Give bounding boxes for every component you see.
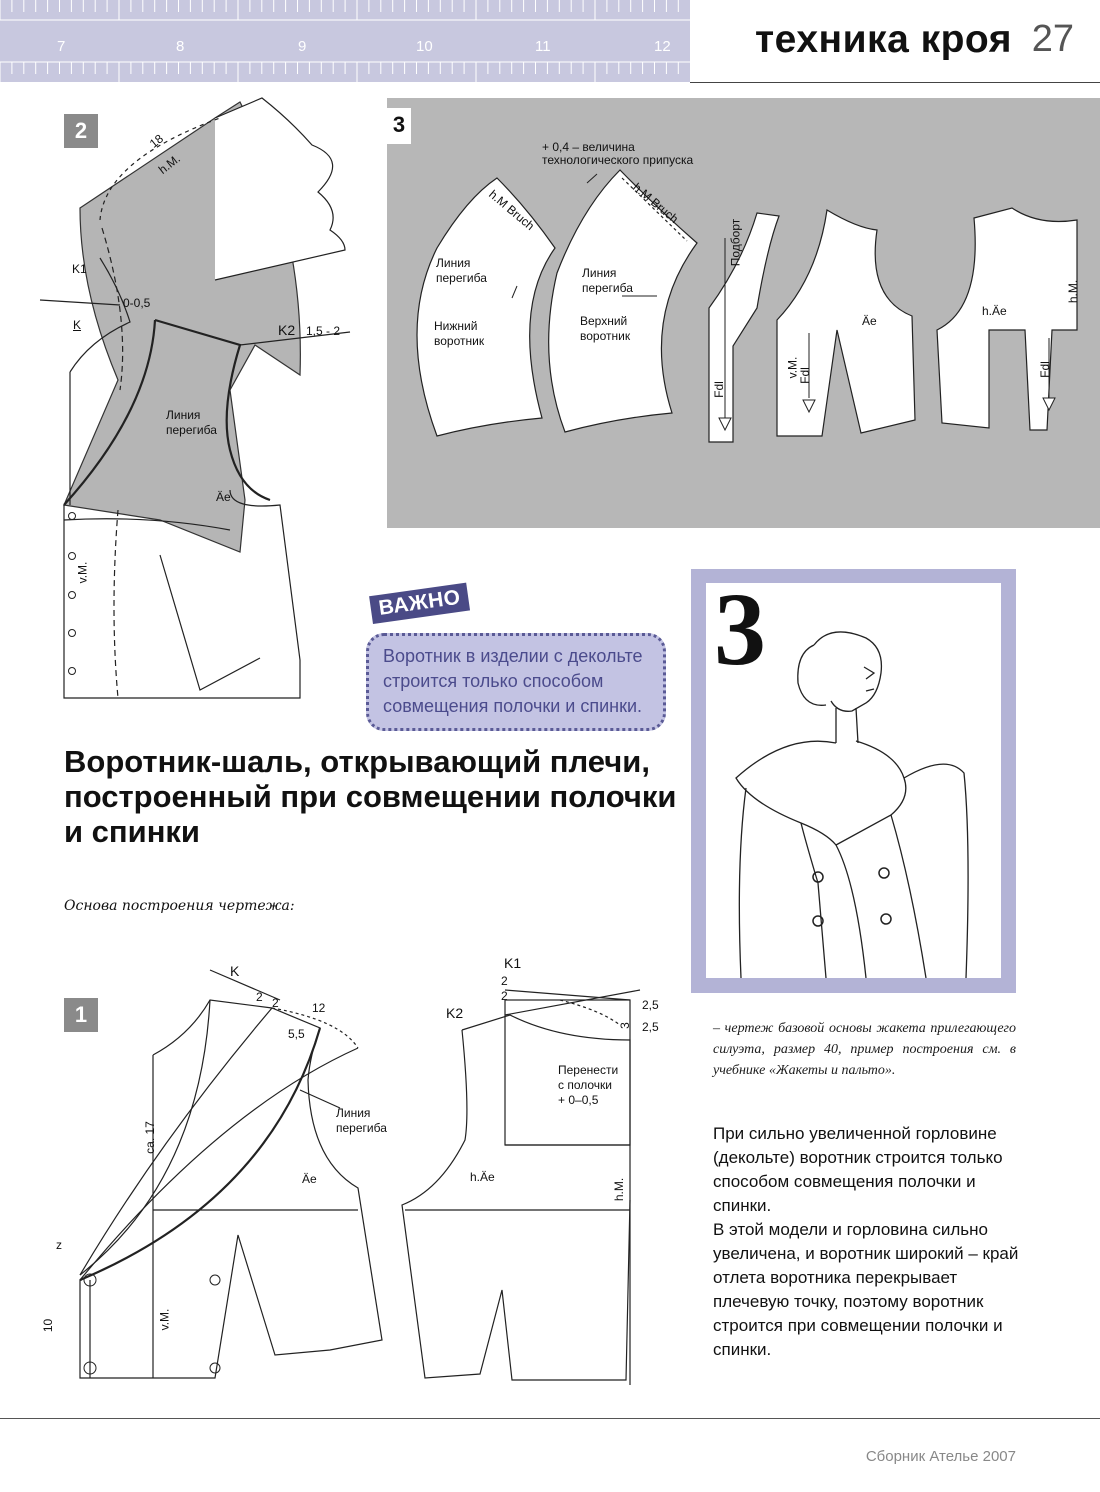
fig2-label-fold-2: перегиба	[166, 423, 217, 437]
fig2-label-k1: K1	[72, 262, 87, 276]
section-title: техника кроя	[755, 18, 1012, 61]
fig1-label-10: 10	[41, 1318, 56, 1333]
fig3-allowance-line-2: технологического припуска	[542, 153, 694, 167]
illustration-number: 3	[714, 572, 766, 687]
fig3-facing-label: Подборт	[728, 218, 743, 267]
important-note-box: Воротник в изделии с декольте строится т…	[366, 633, 666, 731]
fig1-label-fold-1: Линия	[336, 1106, 371, 1120]
fashion-sketch	[735, 631, 969, 979]
fig3-lower-fold-1: Линия	[436, 256, 471, 270]
fig1-label-25b: 2,5	[642, 1020, 659, 1034]
fig3-fdl-facing: Fdl	[711, 381, 726, 398]
fig3-allowance-line-1: + 0,4 – величина	[542, 140, 635, 154]
important-note-text: Воротник в изделии с декольте строится т…	[383, 646, 643, 716]
page-number: 27	[1031, 18, 1074, 60]
fig1-label-25a: 2,5	[642, 998, 659, 1012]
fig1-label-k2: K2	[446, 1005, 464, 1021]
fig1-label-ca17: ca. 17	[142, 1121, 157, 1154]
fig1-label-vm: v.M.	[157, 1308, 172, 1331]
fig1-label-2b: 2	[272, 996, 279, 1010]
fig3-upper-fold-2: перегиба	[582, 281, 633, 295]
fig2-label-ae: Äe	[216, 490, 231, 504]
figure-1-drawing	[79, 969, 641, 1385]
fig2-label-005: 0-0,5	[123, 296, 151, 310]
fig1-label-k1: K1	[504, 955, 522, 971]
fig1-label-55: 5,5	[288, 1027, 305, 1041]
figure-3-badge: 3	[387, 108, 411, 144]
ruler-strip: 7 8 9 10 11 12	[0, 0, 690, 82]
ruler-number: 12	[654, 38, 671, 55]
article-subtitle: Основа построения чертежа:	[64, 898, 295, 914]
ruler-number: 11	[535, 38, 551, 55]
fig3-lower-fold-2: перегиба	[436, 271, 487, 285]
figure-2-badge: 2	[64, 114, 98, 148]
fig1-label-z: z	[56, 1238, 62, 1252]
fig2-label-fold-1: Линия	[166, 408, 201, 422]
fig1-label-12: 12	[312, 1001, 326, 1015]
fig2-label-k: K	[73, 318, 82, 332]
fig1-label-hae: h.Äe	[470, 1170, 495, 1184]
fig1-transfer-1: Перенести	[558, 1063, 619, 1077]
fig1-label-3: 3	[617, 1022, 632, 1029]
header-divider	[690, 82, 1100, 83]
ruler-number: 7	[57, 38, 66, 55]
fig3-upper-collar-1: Верхний	[580, 314, 628, 328]
figure-caption: – чертеж базовой основы жакета прилегающ…	[713, 1021, 1016, 1078]
fig3-fdl-back: Fdl	[1037, 361, 1052, 378]
fig3-fdl-front: Fdl	[797, 367, 812, 384]
fig3-hae-label: h.Äe	[982, 304, 1007, 318]
fig1-transfer-3: + 0–0,5	[558, 1093, 599, 1107]
ruler-number: 10	[416, 38, 433, 55]
fig3-ae-label: Äe	[862, 314, 877, 328]
fig1-label-ae: Äe	[302, 1172, 317, 1186]
fig1-transfer-2: с полочки	[558, 1078, 612, 1092]
important-tag: ВАЖНО	[369, 582, 471, 624]
fig3-lower-collar-2: воротник	[434, 334, 485, 348]
fig1-label-k: K	[230, 963, 240, 979]
fig3-upper-collar-2: воротник	[580, 329, 631, 343]
body-paragraph-2: В этой модели и горловина сильно увеличе…	[713, 1220, 1019, 1359]
fig2-label-152: 1,5 - 2	[306, 324, 341, 338]
fig3-upper-fold-1: Линия	[582, 266, 617, 280]
ruler-number: 8	[176, 38, 185, 55]
fig3-lower-collar-1: Нижний	[434, 319, 478, 333]
body-text: При сильно увеличенной горловине (деколь…	[713, 1122, 1023, 1362]
figure-2-drawing	[39, 97, 351, 699]
fig2-label-k2: K2	[278, 322, 296, 338]
body-paragraph-1: При сильно увеличенной горловине (деколь…	[713, 1124, 1003, 1215]
fig3-hm-label: h.M.	[1066, 279, 1081, 304]
footer-publication: Сборник Ателье 2007	[865, 1448, 1016, 1465]
fig1-label-2a: 2	[256, 990, 263, 1004]
fig1-label-2d: 2	[501, 989, 508, 1003]
ruler-ticks	[0, 0, 690, 82]
footer-divider	[0, 1418, 1100, 1419]
illustration-canvas	[706, 583, 1001, 979]
figure-3-drawing	[416, 169, 1078, 443]
fig2-label-vm: v.M.	[75, 561, 90, 584]
fig1-label-fold-2: перегиба	[336, 1121, 387, 1135]
figure-1-badge: 1	[64, 998, 98, 1032]
fig1-label-hm: h.M.	[612, 1177, 627, 1202]
fig1-label-2c: 2	[501, 974, 508, 988]
article-heading: Воротник-шаль, открывающий плечи, постро…	[64, 744, 677, 849]
ruler-number: 9	[298, 38, 307, 55]
